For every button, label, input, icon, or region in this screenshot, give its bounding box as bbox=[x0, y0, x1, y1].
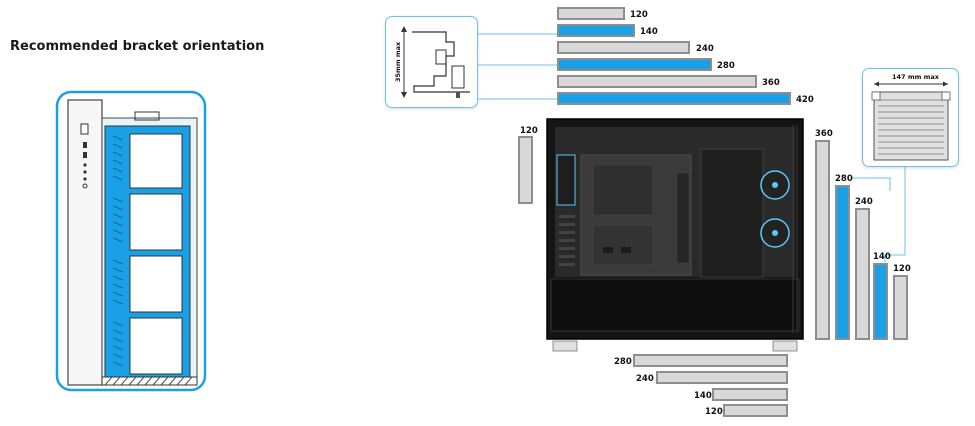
rear-radiator-120-bar bbox=[518, 136, 533, 204]
bottom-radiator-240-bar bbox=[656, 371, 788, 384]
top-radiator-360-label: 360 bbox=[762, 78, 780, 88]
top-radiator-120-bar bbox=[557, 7, 625, 20]
top-clearance-callout bbox=[385, 16, 478, 108]
bottom-radiator-140-label: 140 bbox=[694, 391, 712, 401]
bottom-radiator-140-bar bbox=[712, 388, 788, 401]
top-radiator-280-label: 280 bbox=[717, 61, 735, 71]
front-thickness-drawing bbox=[871, 81, 951, 161]
front-radiator-280-bar bbox=[835, 185, 850, 340]
top-radiator-120-label: 120 bbox=[630, 10, 648, 20]
front-radiator-280-label: 280 bbox=[835, 174, 853, 184]
bottom-radiator-240-label: 240 bbox=[636, 374, 654, 384]
top-radiator-360-bar bbox=[557, 75, 757, 88]
front-radiator-240-bar bbox=[855, 208, 870, 340]
top-radiator-140-label: 140 bbox=[640, 27, 658, 37]
top-radiator-420-label: 420 bbox=[796, 95, 814, 105]
front-radiator-140-bar bbox=[873, 263, 888, 340]
top-radiator-140-bar bbox=[557, 24, 635, 37]
front-radiator-360-label: 360 bbox=[815, 129, 833, 139]
bottom-radiator-280-label: 280 bbox=[614, 357, 632, 367]
front-thickness-label: 147 mm max bbox=[892, 73, 939, 81]
top-radiator-280-bar bbox=[557, 58, 712, 71]
rear-radiator-120-label: 120 bbox=[520, 126, 538, 136]
front-radiator-120-label: 120 bbox=[893, 264, 911, 274]
front-radiator-140-label: 140 bbox=[873, 252, 891, 262]
case-illustration bbox=[546, 118, 804, 352]
front-radiator-120-bar bbox=[893, 275, 908, 340]
bottom-radiator-120-label: 120 bbox=[705, 407, 723, 417]
top-radiator-420-bar bbox=[557, 92, 791, 105]
bottom-radiator-120-bar bbox=[723, 404, 788, 417]
top-clearance-drawing bbox=[401, 26, 470, 98]
front-radiator-240-label: 240 bbox=[855, 197, 873, 207]
top-radiator-240-label: 240 bbox=[696, 44, 714, 54]
top-radiator-240-bar bbox=[557, 41, 690, 54]
bracket-orientation-illustration bbox=[55, 90, 207, 392]
bottom-radiator-280-bar bbox=[633, 354, 788, 367]
page-title: Recommended bracket orientation bbox=[10, 39, 265, 54]
front-radiator-360-bar bbox=[815, 140, 830, 340]
